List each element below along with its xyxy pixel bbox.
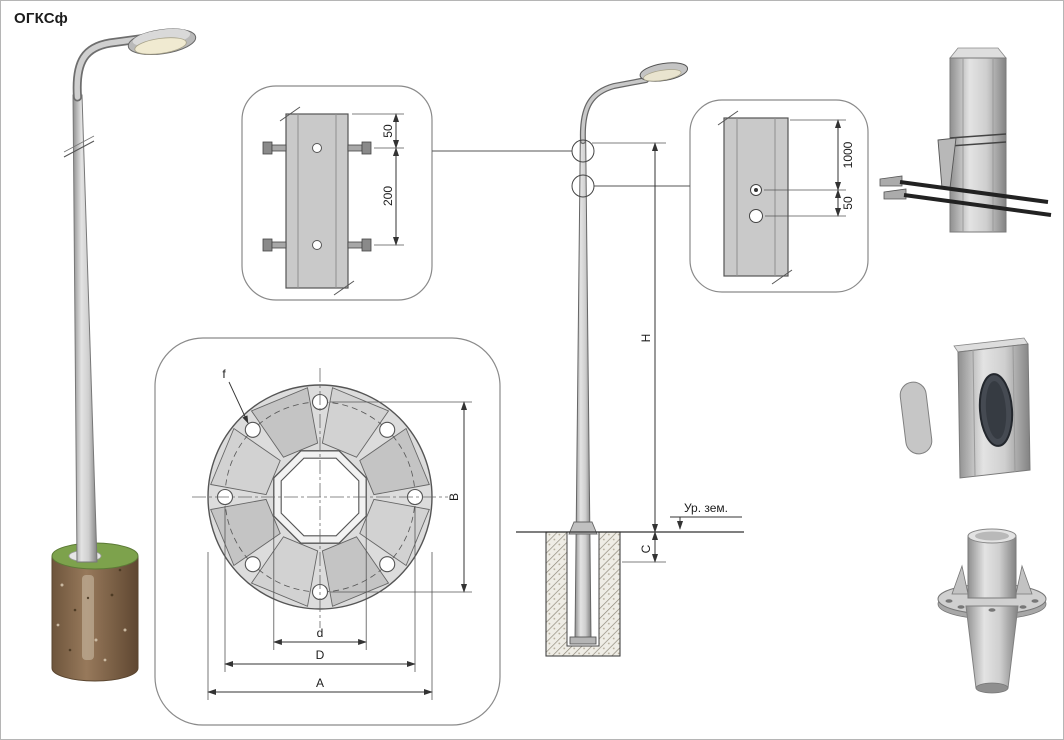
grounding-bolt — [754, 188, 758, 192]
foundation-sleeve-highlight — [82, 575, 94, 660]
detail-marker-circle — [571, 174, 595, 198]
flange-gusset-plate — [250, 387, 319, 458]
flange-gusset-plate — [359, 427, 430, 496]
flange-bolt-hole — [244, 556, 261, 573]
band-wire — [949, 133, 1007, 139]
luminaire-lens — [134, 37, 187, 55]
band-wire — [949, 141, 1007, 147]
dim-label-C: C — [639, 544, 653, 553]
pole-collar — [568, 521, 598, 535]
grounding-rod — [899, 180, 1049, 204]
drawing-title: ОГКСф — [14, 10, 68, 27]
grounding-detail-callout: 1000 50 — [689, 99, 869, 293]
foundation-cylinder — [51, 556, 139, 682]
dim-label-offset: 50 — [381, 124, 395, 138]
flange-gusset-plate — [250, 536, 319, 607]
flange-bolt-hole — [1019, 605, 1027, 609]
base-tube — [967, 535, 1017, 599]
flange-bolt-hole — [957, 605, 965, 609]
flange-bolt-hole — [379, 556, 396, 573]
pole-break-mark — [63, 140, 95, 158]
bolt-head — [262, 141, 273, 155]
rod-ferrule — [879, 175, 903, 187]
bolt-shank — [347, 144, 363, 152]
facet-line — [972, 349, 976, 477]
flange-gusset-plates — [210, 387, 430, 607]
dim-label-B: B — [447, 493, 461, 501]
lamp-arm — [74, 35, 150, 100]
detail-marker-circle — [571, 139, 595, 163]
break-mark — [771, 269, 793, 285]
luminaire — [639, 62, 689, 82]
dim-label-spacing: 50 — [841, 196, 855, 210]
leader-line-f — [228, 381, 249, 424]
flange-bolt-hole — [988, 608, 996, 612]
pole-section-bar — [285, 113, 349, 289]
tube-opening — [975, 531, 1009, 541]
bolt-head — [262, 238, 273, 252]
foundation-speckles — [56, 568, 127, 662]
pole-3d-render — [51, 28, 197, 682]
pole-elevation-view: Ур. зем. H C — [432, 62, 744, 657]
base-bottom — [975, 682, 1009, 694]
mount-hole — [312, 143, 322, 153]
flange-bolt-hole — [379, 421, 396, 438]
flange-gusset-plate — [321, 536, 390, 607]
luminaire — [127, 28, 197, 56]
luminaire-lens — [643, 69, 682, 82]
flange-gusset-plate — [210, 498, 281, 567]
gusset — [1015, 564, 1033, 595]
flange-bolt-hole — [945, 599, 953, 603]
break-mark — [333, 280, 355, 296]
dim-label-d: d — [317, 626, 324, 640]
flange-gusset-plate — [210, 427, 281, 496]
pole-break-mark — [63, 135, 95, 153]
bolt-shank — [271, 144, 287, 152]
dim-label-H: H — [639, 334, 653, 343]
break-mark — [279, 106, 301, 122]
handhole-3d — [899, 337, 1031, 479]
mount-hole — [312, 240, 322, 250]
dim-label-A: A — [316, 676, 324, 690]
flange-gusset-plate — [359, 498, 430, 567]
dim-label-f: f — [222, 367, 226, 381]
bolt-shank — [347, 241, 363, 249]
flange-bolt-hole — [1031, 599, 1039, 603]
ground-level-label: Ур. зем. — [684, 501, 728, 515]
facet-line — [1012, 345, 1016, 473]
bolt-head — [361, 141, 372, 155]
flange-base-3d — [937, 528, 1047, 694]
grounding-rod — [903, 193, 1052, 217]
drain-hole — [749, 209, 763, 223]
flange-bolt-hole — [244, 421, 261, 438]
grounding-assembly-3d — [879, 47, 1052, 233]
dim-label-height: 1000 — [841, 141, 855, 168]
handhole-inner-shadow — [985, 381, 1007, 439]
dim-label-D: D — [316, 648, 325, 662]
rod-ferrule — [883, 188, 907, 200]
handhole-cover-plate — [899, 381, 933, 455]
pole-top-face — [949, 47, 1007, 59]
flange-gusset-plate — [321, 387, 390, 458]
lamp-arm — [581, 78, 648, 143]
bolt-head — [361, 238, 372, 252]
dim-label-spacing: 200 — [381, 186, 395, 206]
gusset — [951, 564, 969, 595]
pole-base-flange — [569, 636, 597, 645]
pole-section-bar — [723, 117, 789, 277]
flange-plan-callout: f B d D A — [154, 337, 501, 726]
break-mark — [717, 110, 739, 126]
bolt-shank — [271, 241, 287, 249]
top-mount-detail-callout: 50 200 — [241, 85, 433, 301]
